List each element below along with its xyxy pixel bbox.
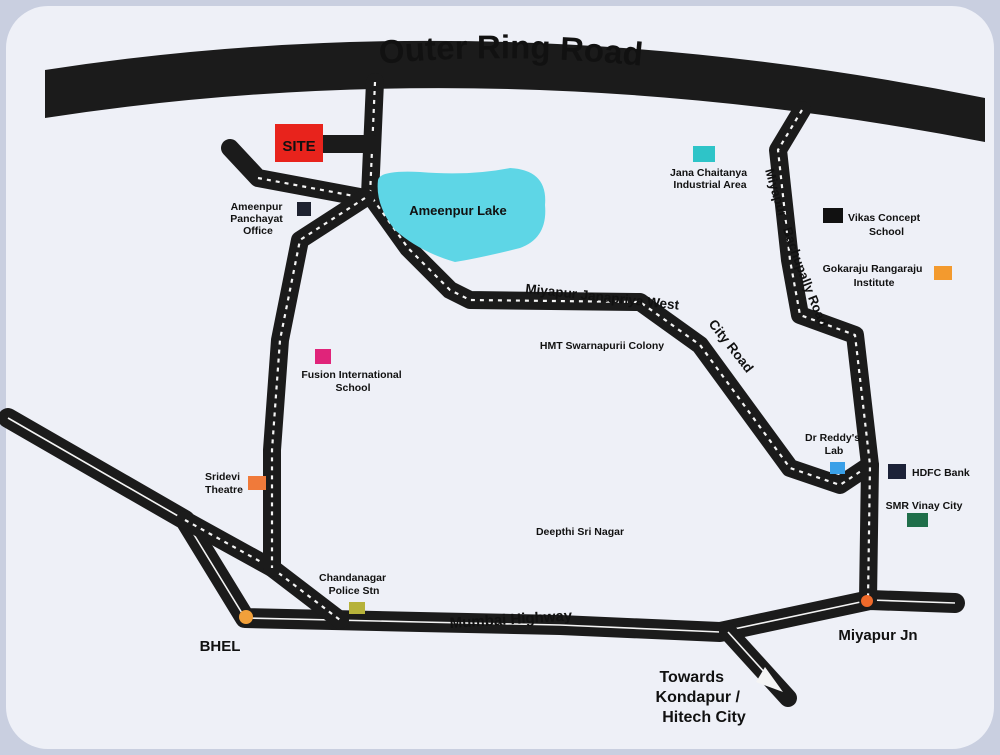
kondapur-road [719,623,797,707]
landmark-marker [297,202,311,216]
landmark-label: Vikas Concept School [848,212,923,238]
ameenpur-lake [377,168,546,262]
landmark-jana-chaitanya[interactable]: Jana Chaitanya Industrial Area [670,146,750,191]
outer-ring-road-label: Outer Ring Road [377,28,644,72]
landmark-dr-reddys[interactable]: Dr Reddy's Lab [805,432,863,474]
landmark-label: HDFC Bank [912,467,970,479]
landmark-marker [248,476,266,490]
direction-label: Towards Kondapur / Hitech City [656,669,746,726]
landmark-label: Chandanagar Police Stn [319,572,389,597]
site-marker[interactable] [275,124,323,162]
area-deepthi-label: Deepthi Sri Nagar [536,526,624,538]
bhel-junction-marker[interactable] [239,610,253,624]
direction-arrow-icon [756,667,783,692]
landmark-marker [349,602,365,614]
landmark-chandanagar-police[interactable]: Chandanagar Police Stn [319,572,389,614]
landmark-gokaraju[interactable]: Gokaraju Rangaraju Institute [823,263,952,289]
landmark-label: Gokaraju Rangaraju Institute [823,263,926,289]
lake-label: Ameenpur Lake [409,203,507,218]
landmark-label: Sridevi Theatre [205,471,243,496]
outer-ring-road [45,40,985,142]
landmark-marker [315,349,331,364]
landmark-sridevi-theatre[interactable]: Sridevi Theatre [205,471,266,496]
miyapur-jn-marker[interactable] [861,595,873,607]
landmark-ameenpur-panchayat[interactable]: Ameenpur Panchayat Office [230,201,311,237]
landmark-marker [823,208,843,223]
landmark-label: SMR Vinay City [886,500,963,512]
bachupally-road [769,101,879,609]
landmark-label: Ameenpur Panchayat Office [230,201,285,237]
landmark-hdfc-bank[interactable]: HDFC Bank [888,464,970,479]
landmark-marker [907,513,928,527]
landmark-marker [693,146,715,162]
site-label: SITE [282,138,315,155]
landmark-vikas-concept[interactable]: Vikas Concept School [823,208,923,238]
landmark-fusion-school[interactable]: Fusion International School [301,349,404,394]
ameenpur-roads [221,73,879,577]
landmark-smr-vinay[interactable]: SMR Vinay City [886,500,963,527]
area-hmt-label: HMT Swarnapurii Colony [540,340,664,352]
miyapur-jn-label: Miyapur Jn [838,627,917,644]
landmark-marker [830,462,845,474]
bhel-label: BHEL [200,638,241,655]
landmark-label: Dr Reddy's Lab [805,432,863,457]
landmark-marker [888,464,906,479]
landmark-label: Fusion International School [301,369,404,394]
landmark-label: Jana Chaitanya Industrial Area [670,167,750,191]
landmark-marker [934,266,952,280]
